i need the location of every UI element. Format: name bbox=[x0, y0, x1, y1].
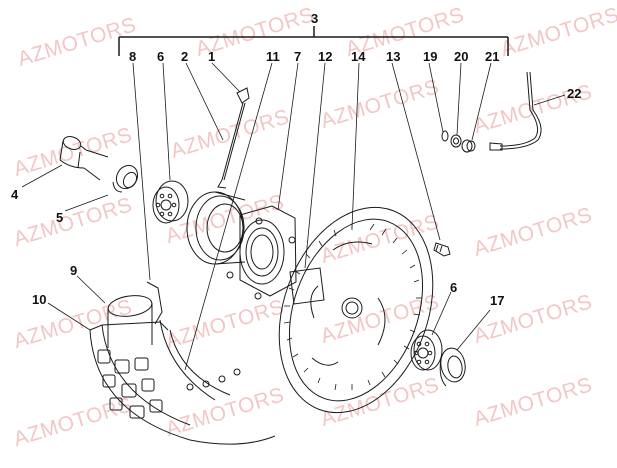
part-8-rim-strip bbox=[146, 281, 163, 325]
callout-2: 2 bbox=[181, 49, 189, 64]
callout-4: 4 bbox=[11, 187, 19, 202]
part-7-drum bbox=[186, 191, 246, 265]
callout-11: 11 bbox=[266, 49, 280, 64]
callout-7: 7 bbox=[294, 49, 302, 64]
part-17-collar bbox=[439, 347, 466, 387]
leader-lines bbox=[21, 62, 566, 371]
part-6-bearing-right bbox=[410, 329, 443, 371]
callout-5: 5 bbox=[56, 210, 64, 225]
part-5-seal bbox=[112, 164, 139, 193]
parts-19-21 bbox=[441, 130, 476, 153]
part-13-bolt bbox=[433, 242, 451, 257]
part-22-cable bbox=[489, 71, 542, 151]
callout-20: 20 bbox=[454, 49, 469, 64]
callout-10: 10 bbox=[32, 292, 47, 307]
callout-22: 22 bbox=[567, 86, 582, 101]
part-1-2-spoke bbox=[217, 87, 250, 189]
callout-17: 17 bbox=[490, 293, 505, 308]
part-12-axle bbox=[289, 267, 325, 305]
callout-1: 1 bbox=[208, 49, 216, 64]
callout-13: 13 bbox=[386, 49, 401, 64]
callout-8: 8 bbox=[129, 49, 137, 64]
callout-12: 12 bbox=[318, 49, 333, 64]
callout-6-right: 6 bbox=[450, 280, 458, 295]
part-14-brake-disc bbox=[278, 206, 434, 414]
part-6-bearing-left bbox=[152, 180, 189, 224]
part-4-spacer bbox=[59, 136, 109, 181]
part-9-tube bbox=[107, 295, 153, 348]
callout-9: 9 bbox=[70, 263, 78, 278]
part-11-hub bbox=[226, 205, 297, 300]
callout-6-left: 6 bbox=[157, 49, 165, 64]
part-10-tire bbox=[89, 319, 276, 445]
callout-19: 19 bbox=[423, 49, 438, 64]
callout-3: 3 bbox=[311, 11, 319, 26]
callout-14: 14 bbox=[351, 49, 366, 64]
group-bracket bbox=[118, 26, 509, 56]
callout-21: 21 bbox=[485, 49, 500, 64]
